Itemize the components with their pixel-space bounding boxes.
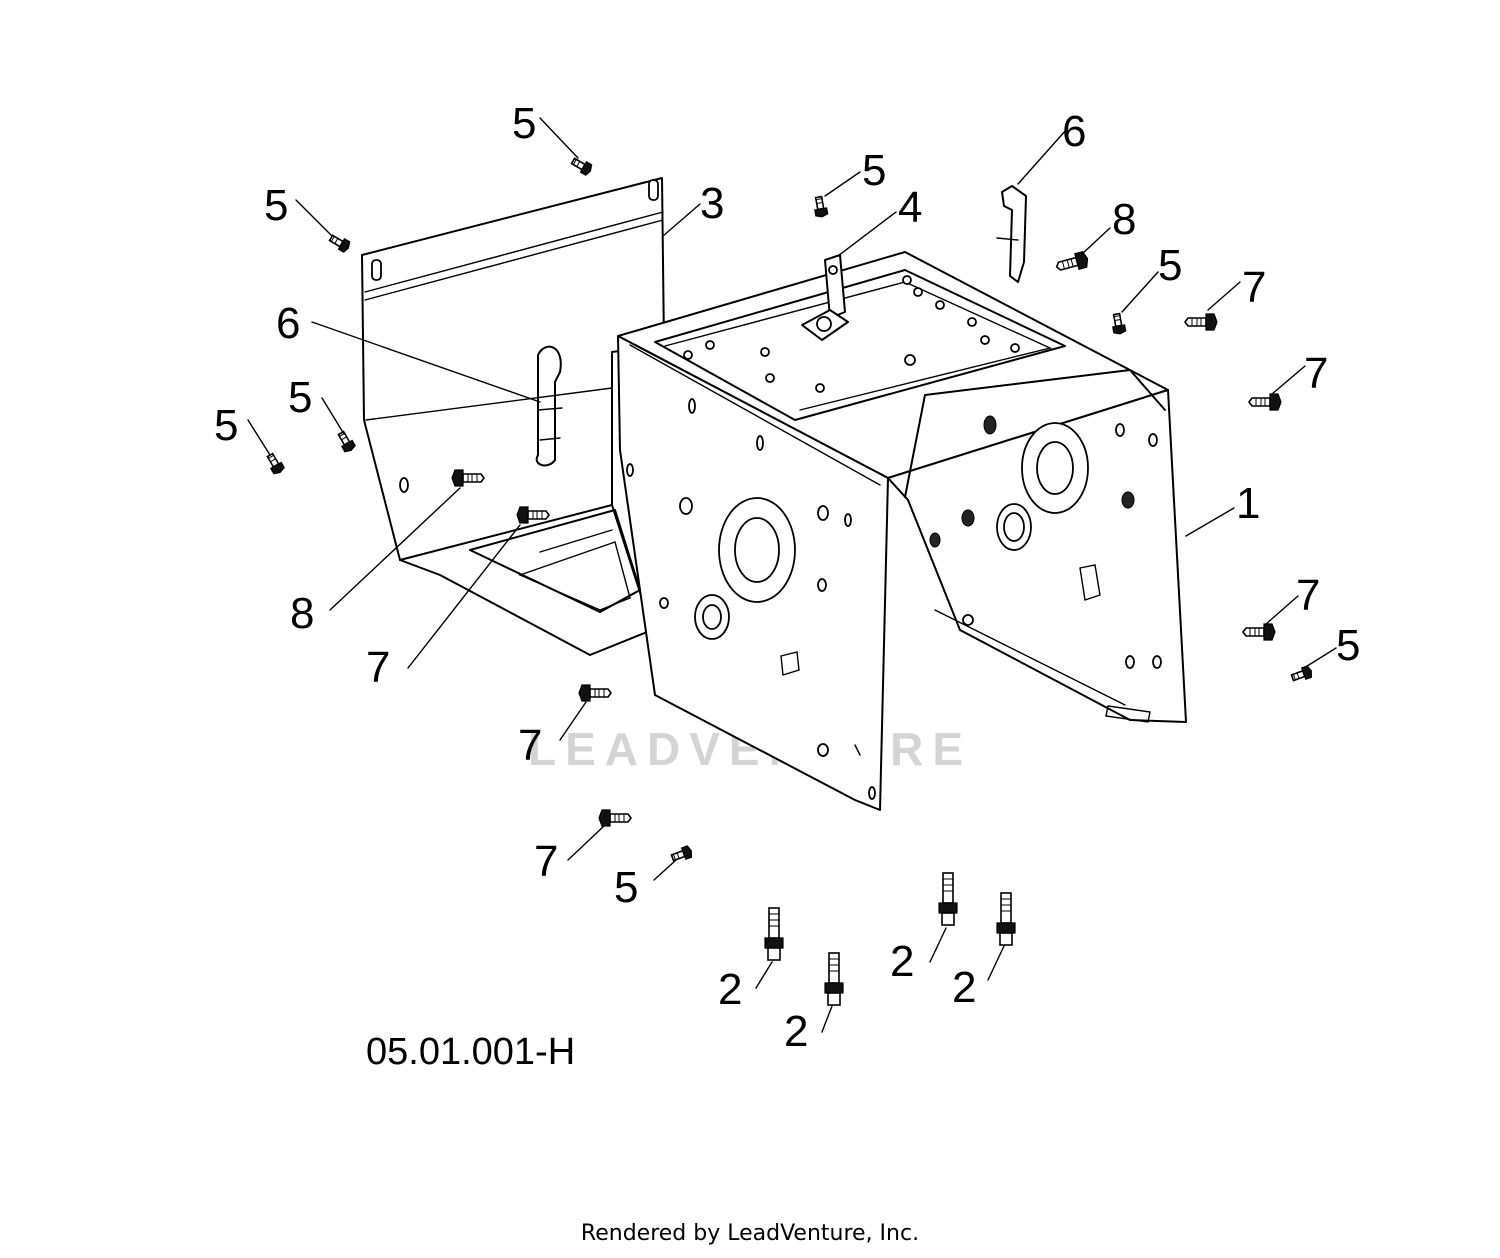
callout-5: 5 xyxy=(1158,241,1182,290)
callout-7: 7 xyxy=(366,643,390,692)
callout-2: 2 xyxy=(718,965,742,1014)
callout-5: 5 xyxy=(862,146,886,195)
callout-5: 5 xyxy=(264,181,288,230)
callouts: 5 5 5 3 4 6 8 5 7 7 1 7 5 6 5 5 8 7 7 7 … xyxy=(214,99,1360,1056)
footer-credit: Rendered by LeadVenture, Inc. xyxy=(581,1221,919,1246)
callout-4: 4 xyxy=(898,183,922,232)
part-base-tray xyxy=(399,504,653,656)
part-6-clip-right xyxy=(996,185,1027,283)
leader-lines xyxy=(247,117,1337,1033)
callout-6: 6 xyxy=(1062,107,1086,156)
part-4-bracket xyxy=(801,254,849,341)
callout-1: 1 xyxy=(1236,479,1260,528)
part-1-front-face xyxy=(617,335,889,811)
figure-id: 05.01.001-H xyxy=(366,1031,575,1073)
callout-5: 5 xyxy=(288,373,312,422)
callout-3: 3 xyxy=(700,179,724,228)
callout-2: 2 xyxy=(952,963,976,1012)
callout-5: 5 xyxy=(214,401,238,450)
callout-5: 5 xyxy=(1336,621,1360,670)
callout-7: 7 xyxy=(534,837,558,886)
callout-5: 5 xyxy=(512,99,536,148)
part-3-shroud xyxy=(361,177,665,561)
part-6-clip-left xyxy=(535,345,563,467)
callout-7: 7 xyxy=(1242,263,1266,312)
part-1-frame xyxy=(617,251,1187,723)
callout-8: 8 xyxy=(290,589,314,638)
callout-7: 7 xyxy=(1296,571,1320,620)
callout-2: 2 xyxy=(890,937,914,986)
callout-7: 7 xyxy=(518,721,542,770)
callout-2: 2 xyxy=(784,1007,808,1056)
callout-6: 6 xyxy=(276,299,300,348)
callout-8: 8 xyxy=(1112,195,1136,244)
callout-7: 7 xyxy=(1304,349,1328,398)
callout-5: 5 xyxy=(614,863,638,912)
